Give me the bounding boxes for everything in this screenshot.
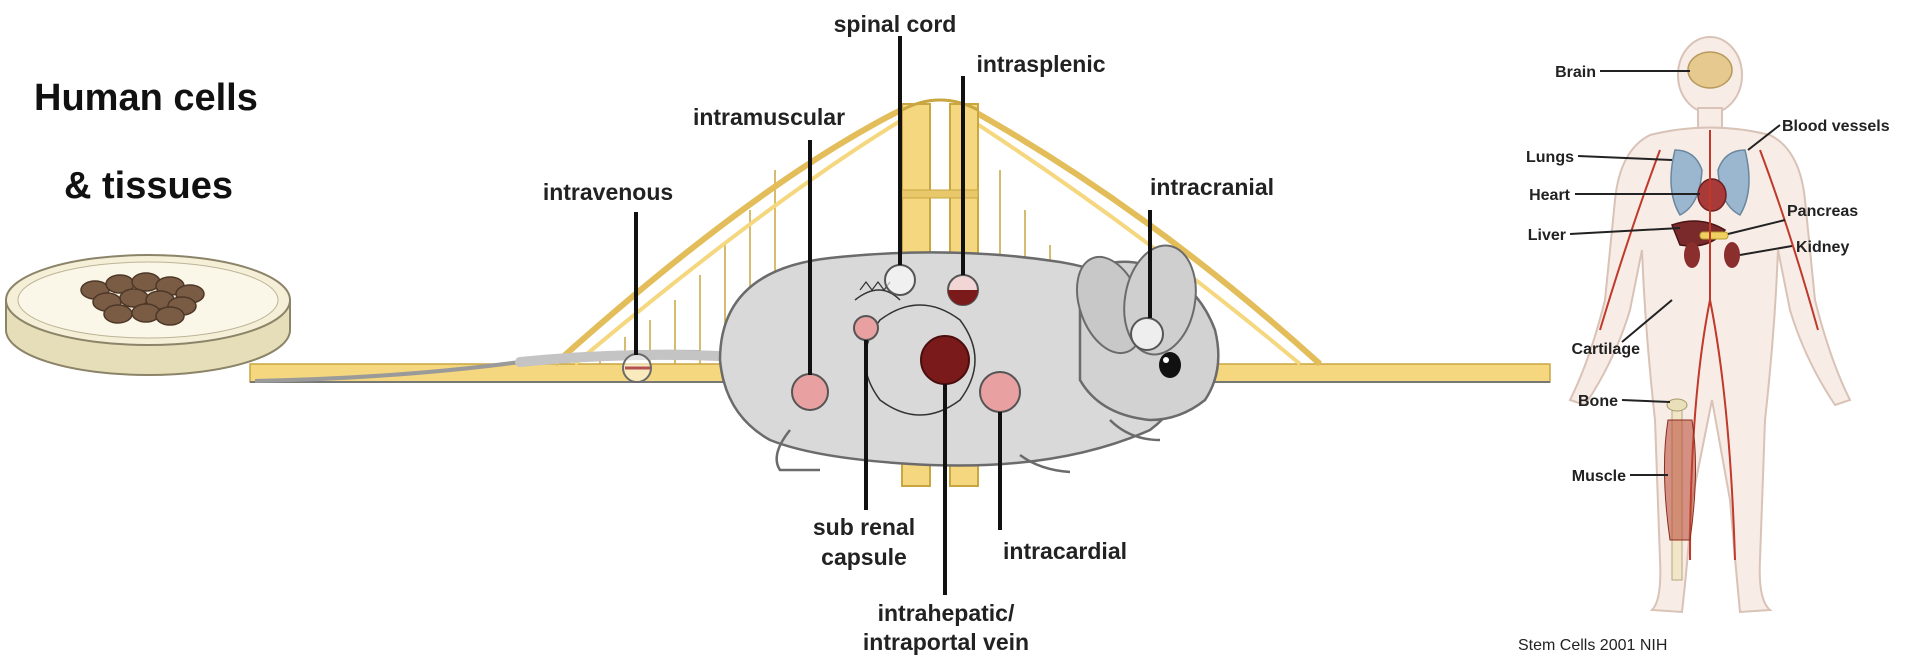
label-intrahepatic-line2: intraportal vein <box>863 629 1029 655</box>
label-pancreas: Pancreas <box>1787 203 1858 220</box>
label-sub-renal-line2: capsule <box>821 544 907 570</box>
credit-text: Stem Cells 2001 NIH <box>1518 637 1667 654</box>
left-panel: Human cells & tissues <box>6 77 290 375</box>
label-spinal-cord: spinal cord <box>834 11 957 37</box>
label-intramuscular: intramuscular <box>693 104 845 130</box>
organ-heart <box>1698 179 1726 211</box>
organ-brain <box>1688 52 1732 88</box>
organ-pancreas <box>1700 232 1728 239</box>
label-bone: Bone <box>1578 393 1618 410</box>
label-intrahepatic-line1: intrahepatic/ <box>878 600 1015 626</box>
left-title-line2: & tissues <box>64 165 233 207</box>
label-muscle: Muscle <box>1572 468 1626 485</box>
mouse-tail-base <box>520 355 720 362</box>
site-intramuscular <box>792 374 828 410</box>
organ-kidney-right <box>1724 242 1740 268</box>
site-sub-renal-capsule <box>854 316 878 340</box>
petri-dish <box>6 255 290 375</box>
human-body: Brain Blood vessels Lungs Heart Pancreas… <box>1518 37 1890 654</box>
mouse-eye <box>1159 352 1181 378</box>
site-spinal-cord <box>885 265 915 295</box>
mouse-eye-highlight <box>1163 357 1169 363</box>
label-cartilage: Cartilage <box>1572 341 1641 358</box>
left-title-line1: Human cells <box>34 77 258 119</box>
knee-cartilage <box>1667 399 1687 411</box>
label-intracardial: intracardial <box>1003 538 1127 564</box>
label-sub-renal-line1: sub renal <box>813 514 915 540</box>
label-intracranial: intracranial <box>1150 174 1274 200</box>
site-intracranial <box>1131 318 1163 350</box>
mouse <box>255 240 1218 472</box>
label-liver: Liver <box>1528 227 1566 244</box>
label-intravenous: intravenous <box>543 179 673 205</box>
label-brain: Brain <box>1555 64 1596 81</box>
label-lungs: Lungs <box>1526 149 1574 166</box>
label-kidney: Kidney <box>1796 239 1849 256</box>
site-intrahepatic <box>921 336 969 384</box>
organ-kidney-left <box>1684 242 1700 268</box>
label-heart: Heart <box>1529 187 1571 204</box>
label-intrasplenic: intrasplenic <box>976 51 1105 77</box>
label-blood-vessels: Blood vessels <box>1782 118 1890 135</box>
leg-muscle <box>1664 420 1695 540</box>
site-intracardial <box>980 372 1020 412</box>
